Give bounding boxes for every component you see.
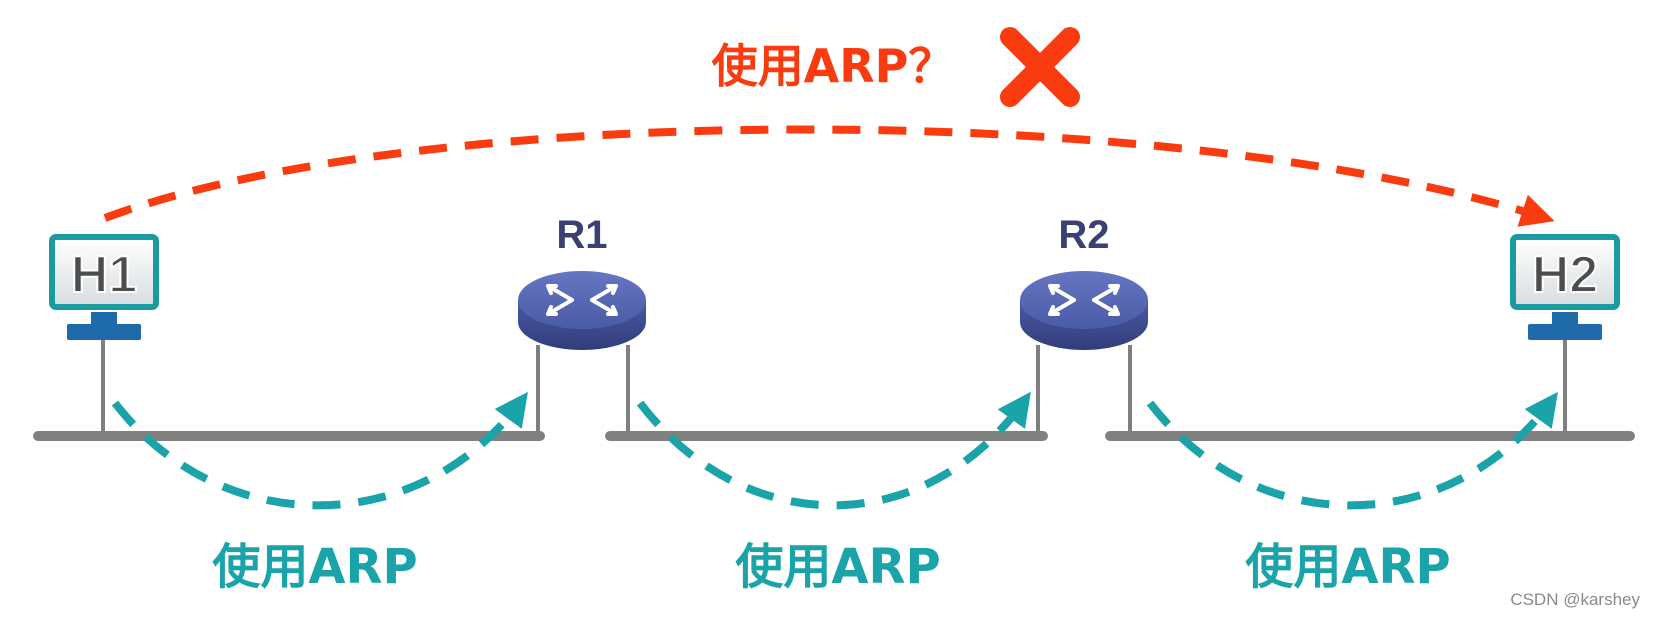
router-arrows-icon bbox=[546, 284, 618, 316]
host-h1-label: H1 bbox=[71, 246, 137, 304]
segment-label-1: 使用ARP bbox=[212, 539, 417, 595]
host-h2-label: H2 bbox=[1532, 246, 1598, 304]
router-r1: R1 bbox=[518, 213, 646, 350]
router-r2: R2 bbox=[1020, 213, 1148, 350]
cross-icon bbox=[1000, 27, 1080, 107]
direct-arp-arc bbox=[103, 125, 1555, 227]
top-arp-question-label: 使用ARP？ bbox=[712, 39, 955, 93]
segment-label-3: 使用ARP bbox=[1245, 539, 1450, 595]
router-r2-label: R2 bbox=[1058, 213, 1109, 257]
segment-arp-arc-3 bbox=[1146, 391, 1558, 510]
segment-arp-arc-1 bbox=[111, 391, 528, 510]
segment-arp-arc-2 bbox=[636, 391, 1031, 510]
segment-label-2: 使用ARP bbox=[735, 539, 940, 595]
watermark: CSDN @karshey bbox=[1510, 590, 1640, 609]
router-arrows-icon bbox=[1048, 284, 1120, 316]
router-r1-label: R1 bbox=[556, 213, 607, 257]
host-h1: H1 bbox=[49, 234, 159, 340]
host-h2: H2 bbox=[1510, 234, 1620, 340]
